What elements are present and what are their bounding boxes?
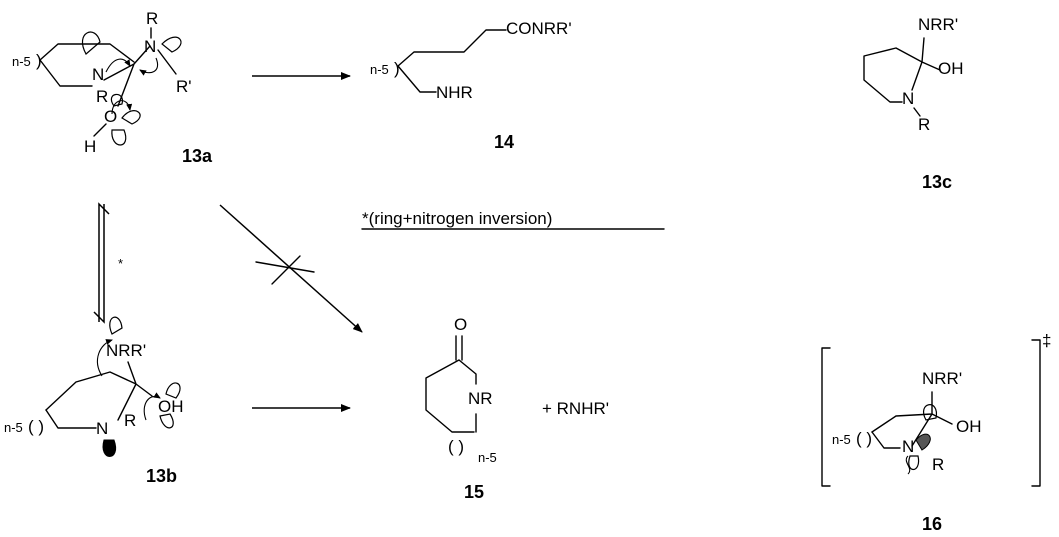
secondary-amine: NHR xyxy=(436,83,473,102)
ring-and-bonds xyxy=(45,361,153,421)
ring-nitrogen: N xyxy=(92,65,104,84)
transition-state-dagger: ‡ xyxy=(1042,331,1051,350)
ring-size-label: n-5 xyxy=(12,54,31,69)
bracket-left xyxy=(821,347,831,487)
amine-nitrogen: N xyxy=(144,37,156,56)
orbital-lobe xyxy=(81,31,101,55)
structure-14: n-5 ) CONRR' NHR 14 xyxy=(370,19,572,152)
structure-16: ‡ NRR' OH n-5 ( ) N R 16 xyxy=(821,331,1051,534)
ring-size-subscript: n-5 xyxy=(478,450,497,465)
ring-nitrogen: N xyxy=(96,419,108,438)
bracket-right xyxy=(1031,339,1041,487)
nitrogen-substituent-r: R xyxy=(918,115,930,134)
amine-group: NRR' xyxy=(918,15,958,34)
amine-bonds xyxy=(150,27,177,75)
orbital-lobe xyxy=(111,129,127,146)
ring-size-label: n-5 xyxy=(370,62,389,77)
electron-push-arrow xyxy=(105,58,131,73)
lone-pair-lobe xyxy=(102,439,117,457)
hydroxyl-group: OH xyxy=(956,417,982,436)
piperidine-ring xyxy=(45,409,97,429)
piperidine-ring xyxy=(871,431,901,449)
amine-substituent-r-prime: R' xyxy=(176,77,192,96)
orbital-lobe xyxy=(923,404,937,421)
equilibrium-arrow xyxy=(93,202,110,324)
compound-label-14: 14 xyxy=(494,132,514,152)
compound-label-13a: 13a xyxy=(182,146,213,166)
amine-group: NRR' xyxy=(922,369,962,388)
hydroxyl-group: OH xyxy=(158,397,184,416)
structure-13b: NRR' OH n-5 ( ) N R 13b xyxy=(4,316,184,486)
compound-label-13b: 13b xyxy=(146,466,177,486)
ring-nitrogen: N xyxy=(902,89,914,108)
ring-nitrogen: N xyxy=(902,437,914,456)
carbonyl-double-bond xyxy=(455,335,463,361)
electron-push-arrow xyxy=(97,339,113,377)
byproduct-amine: + RNHR' xyxy=(542,399,609,418)
hydroxyl-hydrogen: H xyxy=(84,137,96,156)
wavy-bond xyxy=(905,455,911,475)
orbital-lobe xyxy=(161,36,182,53)
hydroxyl-group: OH xyxy=(938,59,964,78)
orbital-lobe xyxy=(121,110,141,125)
piperidine-ring xyxy=(39,43,135,87)
orbital-lobe xyxy=(165,382,181,399)
lactam-ring xyxy=(425,359,477,433)
compound-label-15: 15 xyxy=(464,482,484,502)
ring-size-label: n-5 xyxy=(832,432,851,447)
orbital-lobe xyxy=(908,455,920,471)
blocked-mark xyxy=(271,255,301,285)
structure-15: O NR ( ) n-5 15 xyxy=(425,315,497,502)
equilibrium-star: * xyxy=(118,256,123,271)
carbonyl-oxygen: O xyxy=(454,315,467,334)
electron-push-arrow xyxy=(111,100,133,115)
ring-opened-chain xyxy=(397,29,507,93)
compound-label-16: 16 xyxy=(922,514,942,534)
electron-push-arrow xyxy=(143,392,161,421)
lactam-nitrogen: NR xyxy=(468,389,493,408)
ring-paren: ( ) xyxy=(28,417,44,436)
amine-group: NRR' xyxy=(106,341,146,360)
nitrogen-substituent-r: R xyxy=(124,411,136,430)
inversion-note: *(ring+nitrogen inversion) xyxy=(362,209,552,228)
oh-bond xyxy=(93,123,107,137)
orbital-lobe xyxy=(159,413,174,429)
electron-push-arrow xyxy=(139,57,158,76)
structure-13a: n-5 ) N R N R R' O H 13a xyxy=(12,9,213,166)
nitrogen-substituent-r: R xyxy=(932,455,944,474)
ring-paren: ( ) xyxy=(856,429,872,448)
orbital-lobe xyxy=(109,316,123,335)
amine-substituent-r: R xyxy=(146,9,158,28)
ring-size-label: n-5 xyxy=(4,420,23,435)
ring-paren: ) xyxy=(36,51,42,70)
ring-and-bonds xyxy=(863,37,941,117)
amide-group: CONRR' xyxy=(506,19,572,38)
structure-13c: NRR' OH N R 13c xyxy=(863,15,964,192)
blocked-mark xyxy=(255,261,315,273)
hydroxyl-oxygen: O xyxy=(104,107,117,126)
ring-paren: ) xyxy=(394,59,400,78)
ring-paren: ( ) xyxy=(448,437,464,456)
compound-label-13c: 13c xyxy=(922,172,952,192)
nitrogen-substituent-r: R xyxy=(96,87,108,106)
shaded-orbital-lobe xyxy=(915,433,931,451)
orbital-lobe xyxy=(110,93,123,107)
